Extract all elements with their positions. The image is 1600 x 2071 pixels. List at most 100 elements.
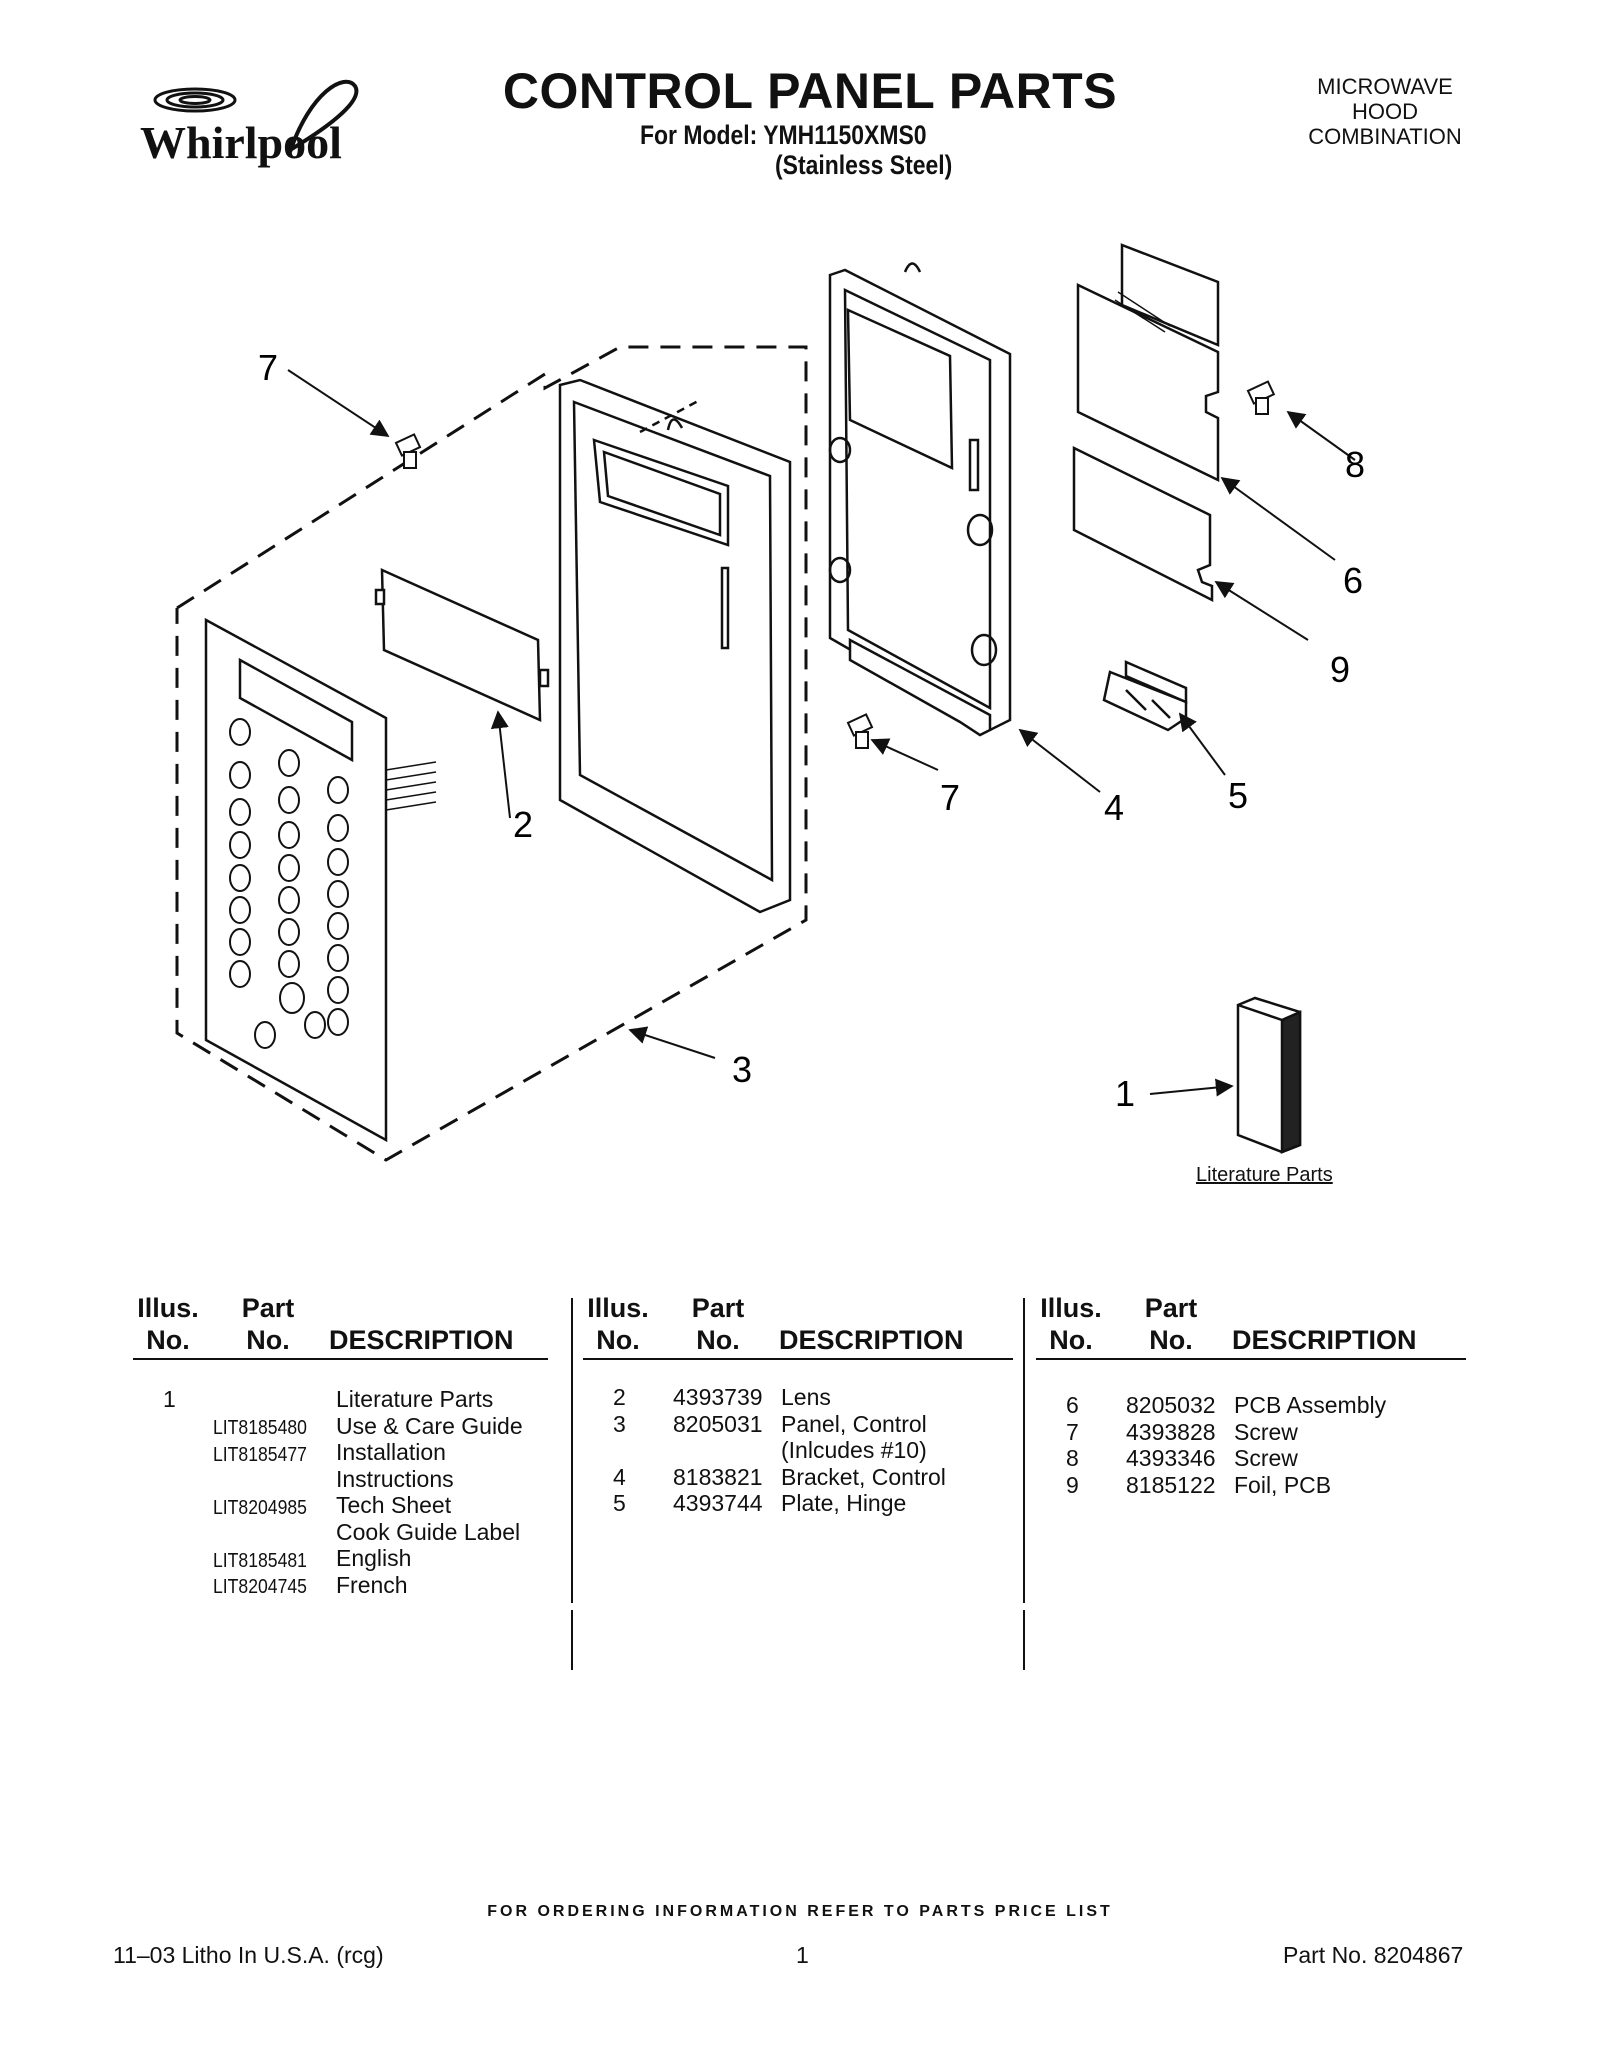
column-divider xyxy=(571,1610,573,1670)
description: Instructions xyxy=(336,1465,454,1492)
panel-assembly-outline xyxy=(175,345,808,1162)
product-type-line: COMBINATION xyxy=(1308,124,1462,149)
callout-number: 9 xyxy=(1330,649,1350,690)
part-no: 4393744 xyxy=(673,1490,763,1516)
description: English xyxy=(336,1545,412,1571)
hinge-plate xyxy=(1102,660,1188,732)
description: PCB Assembly xyxy=(1234,1392,1387,1418)
illus-no-header: Illus. No. xyxy=(1036,1292,1106,1356)
description: Literature Parts xyxy=(336,1386,494,1412)
header-text: No. xyxy=(146,1325,190,1355)
illus-no-header: Illus. No. xyxy=(583,1292,653,1356)
product-type-line: HOOD xyxy=(1352,99,1418,124)
literature-parts-label: Literature Parts xyxy=(1196,1164,1333,1186)
screw-part xyxy=(1246,380,1276,415)
illus-no: 9 xyxy=(1066,1471,1079,1498)
part-no: 8205031 xyxy=(673,1410,763,1437)
column-divider xyxy=(1023,1298,1025,1603)
header-text: Illus. xyxy=(137,1293,199,1323)
illus-no: 4 xyxy=(613,1463,626,1490)
illus-no-header: Illus. No. xyxy=(133,1292,203,1356)
pcb-assembly xyxy=(1076,243,1220,482)
model-line: For Model: YMH1150XMS0 xyxy=(640,120,927,150)
header-text: Part xyxy=(691,1293,745,1323)
header-text: Illus. xyxy=(1040,1293,1102,1323)
exploded-parts-diagram: 7 8 6 9 2 7 4 5 3 1 xyxy=(175,243,1365,1162)
part-no: LIT8185481 xyxy=(213,1549,307,1572)
part-no: 8183821 xyxy=(673,1463,763,1490)
column-divider xyxy=(571,1298,573,1603)
description: Bracket, Control xyxy=(781,1463,946,1490)
description: Foil, PCB xyxy=(1234,1471,1332,1498)
lens-part xyxy=(374,568,550,722)
header-rule xyxy=(1036,1358,1466,1360)
description: Screw xyxy=(1234,1445,1298,1471)
description: (Inlcudes #10) xyxy=(781,1437,927,1463)
screw-part xyxy=(394,433,422,469)
finish-line: (Stainless Steel) xyxy=(775,150,953,180)
callout-number: 6 xyxy=(1343,560,1363,601)
description: Panel, Control xyxy=(781,1410,927,1437)
screw-part xyxy=(846,713,874,749)
description-header: DESCRIPTION xyxy=(329,1325,514,1355)
callout-number: 1 xyxy=(1115,1073,1135,1114)
brand-wordmark: Whirlpool xyxy=(140,117,342,168)
page-title: CONTROL PANEL PARTS xyxy=(502,63,1118,119)
callout-number: 7 xyxy=(940,777,960,818)
part-no: 4393828 xyxy=(1126,1418,1216,1445)
product-type: MICROWAVE HOOD COMBINATION xyxy=(1280,74,1490,149)
whirlpool-logo: Whirlpool xyxy=(140,79,359,168)
callout-number: 4 xyxy=(1104,787,1124,828)
callout-number: 5 xyxy=(1228,775,1248,816)
part-no-header: Part No. xyxy=(678,1292,758,1356)
illus-no: 1 xyxy=(163,1386,176,1412)
header-rule xyxy=(583,1358,1013,1360)
header-text: Part xyxy=(241,1293,295,1323)
part-no: LIT8185477 xyxy=(213,1443,307,1466)
part-no-header: Part No. xyxy=(228,1292,308,1356)
illus-no: 6 xyxy=(1066,1392,1079,1418)
illus-no: 7 xyxy=(1066,1418,1079,1445)
description: Lens xyxy=(781,1384,831,1410)
header-text: No. xyxy=(1149,1325,1193,1355)
part-no: LIT8185480 xyxy=(213,1417,307,1439)
illus-no: 2 xyxy=(613,1384,626,1410)
keypad-membrane xyxy=(204,617,437,1143)
control-panel-frame xyxy=(558,378,792,914)
part-no: 8185122 xyxy=(1126,1471,1216,1498)
illus-no: 3 xyxy=(613,1410,626,1437)
part-no: 8205032 xyxy=(1126,1392,1216,1418)
document-part-number: Part No. 8204867 xyxy=(1283,1942,1464,1968)
illus-no: 8 xyxy=(1066,1445,1079,1471)
part-no: 4393739 xyxy=(673,1384,763,1410)
control-bracket xyxy=(828,262,1012,737)
pcb-foil xyxy=(1072,445,1214,603)
part-no: LIT8204745 xyxy=(213,1576,307,1598)
header-text: No. xyxy=(1049,1325,1093,1355)
description: Use & Care Guide xyxy=(336,1412,523,1439)
description-header: DESCRIPTION xyxy=(1232,1325,1417,1355)
litho-note: 11–03 Litho In U.S.A. (rcg) xyxy=(113,1942,384,1968)
part-no: LIT8204985 xyxy=(213,1496,307,1519)
callout-number: 8 xyxy=(1345,444,1365,485)
part-no-header: Part No. xyxy=(1131,1292,1211,1356)
literature-book xyxy=(1236,996,1302,1154)
ordering-note: FOR ORDERING INFORMATION REFER TO PARTS … xyxy=(487,1903,1113,1920)
header-text: Illus. xyxy=(587,1293,649,1323)
header-text: No. xyxy=(596,1325,640,1355)
description-header: DESCRIPTION xyxy=(779,1325,964,1355)
header-rule xyxy=(133,1358,548,1360)
header-text: Part xyxy=(1144,1293,1198,1323)
column-divider xyxy=(1023,1610,1025,1670)
callout-number: 2 xyxy=(513,804,533,845)
header-text: No. xyxy=(246,1325,290,1355)
description: Plate, Hinge xyxy=(781,1490,907,1516)
part-no: 4393346 xyxy=(1126,1445,1216,1471)
header-text: No. xyxy=(696,1325,740,1355)
description: Screw xyxy=(1234,1418,1298,1445)
illus-no: 5 xyxy=(613,1490,626,1516)
callout-number: 3 xyxy=(732,1049,752,1090)
product-type-line: MICROWAVE xyxy=(1317,74,1453,99)
description: Cook Guide Label xyxy=(336,1518,521,1545)
page-number: 1 xyxy=(796,1942,809,1968)
